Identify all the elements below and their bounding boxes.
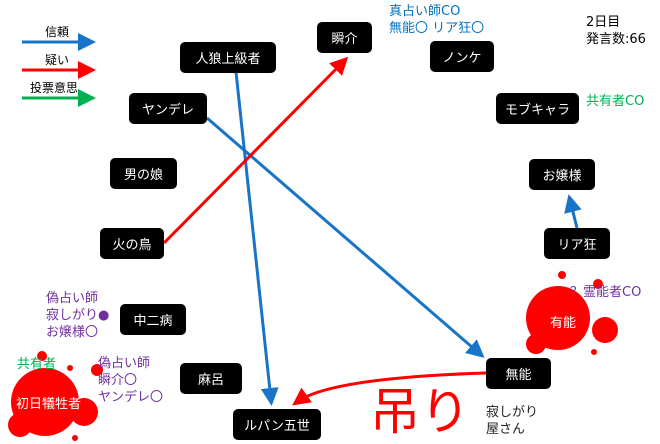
day-label: 2日目 bbox=[586, 15, 621, 30]
trust-arrow-riakyou-ojou bbox=[564, 194, 582, 229]
trust-arrow-jinro-lupin bbox=[234, 71, 279, 406]
node-riakyou[interactable]: リア狂 bbox=[544, 228, 610, 259]
hang-label: 吊り bbox=[370, 383, 470, 441]
note-line: 寂しがり bbox=[486, 405, 539, 420]
node-mob[interactable]: モブキャラ bbox=[496, 93, 579, 124]
node-munou[interactable]: 無能 bbox=[486, 358, 551, 389]
node-lupin[interactable]: ルパン五世 bbox=[233, 409, 321, 440]
note-maro: 偽占い師 瞬介〇 ヤンデレ〇 bbox=[98, 355, 163, 406]
note-mob: 共有者CO bbox=[586, 94, 645, 109]
message-count: 発言数:66 bbox=[586, 32, 646, 47]
note-line: お嬢様〇 bbox=[46, 325, 99, 340]
note-line: 寂しがり● bbox=[46, 308, 110, 323]
node-jinro[interactable]: 人狼上級者 bbox=[180, 42, 276, 73]
note-line: ヤンデレ〇 bbox=[98, 390, 164, 405]
node-shunsuke[interactable]: 瞬介 bbox=[317, 22, 372, 53]
blood-splatter-yuunou bbox=[526, 271, 618, 355]
node-maro[interactable]: 麻呂 bbox=[180, 363, 242, 394]
note-shunsuke: 真占い師CO 無能〇 リア狂〇 bbox=[389, 3, 484, 37]
node-nonke[interactable]: ノンケ bbox=[430, 41, 494, 72]
doubt-arrow-hinotori-shunsuke bbox=[162, 56, 349, 245]
note-line: 無能〇 リア狂〇 bbox=[389, 21, 485, 36]
note-shonichi: 共有者 bbox=[17, 357, 57, 372]
note-line: 偽占い師 bbox=[46, 291, 99, 306]
node-yandere[interactable]: ヤンデレ bbox=[129, 93, 207, 124]
node-otoko[interactable]: 男の娘 bbox=[110, 158, 177, 189]
blood-splatter-shonichi bbox=[8, 351, 103, 441]
legend-trust-label: 信頼 bbox=[45, 25, 70, 39]
note-chuuni: 偽占い師 寂しがり● お嬢様〇 bbox=[46, 290, 109, 341]
note-line: 瞬介〇 bbox=[98, 373, 138, 388]
note-yuunou: ？霊能者CO bbox=[570, 285, 642, 300]
legend-doubt-label: 疑い bbox=[45, 53, 70, 67]
legend-vote-label: 投票意思 bbox=[30, 81, 79, 95]
doubt-arrow-munou-lupin bbox=[292, 371, 487, 406]
note-line: 屋さん bbox=[486, 422, 526, 437]
status-panel: 2日目 発言数:66 bbox=[586, 14, 646, 48]
node-ojou[interactable]: お嬢様 bbox=[529, 159, 595, 190]
node-yuunou[interactable]: 有能 bbox=[549, 316, 576, 331]
node-shonichi[interactable]: 初日犠牲者 bbox=[15, 397, 81, 412]
hanged-player: 寂しがり 屋さん bbox=[486, 404, 538, 438]
trust-arrow-yandere-munou bbox=[206, 116, 485, 358]
note-line: 真占い師CO bbox=[389, 4, 461, 19]
note-line: 偽占い師 bbox=[98, 356, 151, 371]
node-chuuni[interactable]: 中二病 bbox=[120, 304, 186, 335]
node-hinotori[interactable]: 火の鳥 bbox=[100, 228, 164, 259]
